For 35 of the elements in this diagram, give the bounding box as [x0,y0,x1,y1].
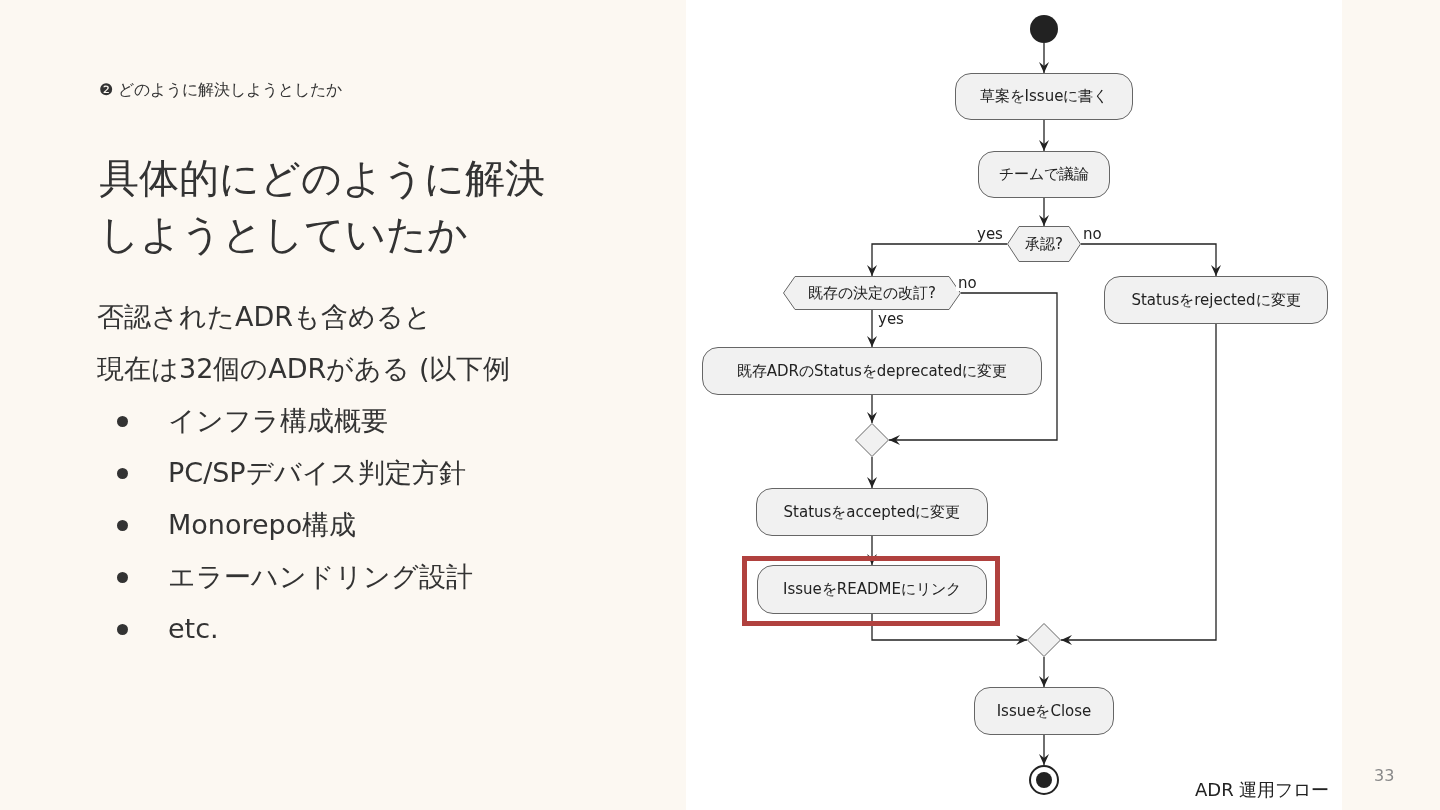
arrow [1039,734,1049,766]
arrow [1039,119,1049,152]
figure-caption: ADR 運用フロー [1195,778,1330,802]
arrow [867,456,877,489]
decision-hexagon: 承認? [1007,226,1081,262]
arrow [1039,197,1049,227]
list-item: PC/SPデバイス判定方針 [168,456,466,490]
arrow [867,243,1008,277]
page-number: 33 [1374,766,1395,785]
list-item: Monorepo構成 [168,508,357,542]
action-box: IssueをREADMEにリンク [757,565,987,614]
action-box: チームで議論 [978,151,1110,198]
action-box: Statusをrejectedに変更 [1104,276,1328,324]
body-text: 現在は32個のADRがある (以下例 [97,352,511,386]
merge-diamond [1027,623,1061,657]
action-box: Statusをacceptedに変更 [756,488,988,536]
section-heading: ❷ どのように解決しようとしたか [99,80,343,101]
arrow [867,535,877,566]
arrow [1039,42,1049,74]
merge-diamond [855,423,889,457]
arrow [1039,656,1049,688]
action-box: 既存ADRのStatusをdeprecatedに変更 [702,347,1042,395]
arrow [888,292,1058,445]
list-item: エラーハンドリング設計 [168,560,473,594]
body-text: 否認されたADRも含めると [97,300,433,334]
list-item: インフラ構成概要 [168,404,388,438]
arrow [867,309,877,348]
action-box: 草案をIssueに書く [955,73,1133,120]
slide-title: 具体的にどのように解決しようとしていたか [99,154,546,259]
list-item: etc. [168,612,219,646]
arrow [867,394,877,424]
arrow [871,613,1028,645]
arrow [1060,323,1217,645]
action-box: IssueをClose [974,687,1114,735]
arrow [1080,243,1221,277]
